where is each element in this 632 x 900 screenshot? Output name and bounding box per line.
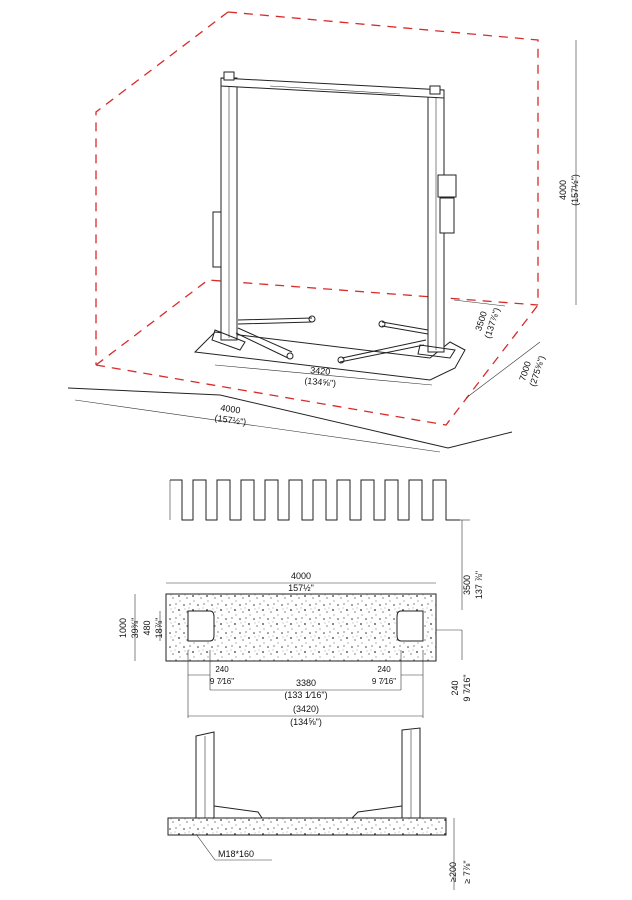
side-dim-mm: 240: [450, 680, 460, 695]
inner-span-dim-mm: 3380: [296, 678, 316, 688]
slab-width-dim-mm: 4000: [291, 571, 311, 581]
section-view: M18*160 ≥200 ≥ 7⅞": [167, 727, 472, 890]
slab-depth-dim-in: 39⅜": [130, 618, 140, 639]
right-post: [417, 89, 457, 359]
section-slab: [167, 817, 447, 836]
lift-width-dim-in: (134⅝"): [304, 376, 336, 389]
concrete-depth-mm: ≥200: [448, 862, 458, 882]
section-right-arm: [350, 805, 403, 819]
concrete-depth-in: ≥ 7⅞": [462, 860, 472, 883]
length-dim-in: 137 ⅞": [474, 571, 484, 599]
length-dim-mm: 3500: [462, 575, 472, 595]
bay-width-dim-mm: 4000: [220, 403, 241, 416]
dimension-lines: [74, 40, 577, 453]
bay-width-dim-in: (157½"): [214, 413, 247, 427]
pad-dim-in: 18⅞": [154, 618, 164, 639]
base-right-dim-mm: 240: [377, 665, 391, 674]
outer-span-dim-in: (134⅝"): [290, 717, 322, 727]
floor-lower-outline: [67, 387, 513, 449]
left-post: [211, 77, 246, 351]
height-dim-mm: 4000: [558, 180, 568, 200]
lift-arms: [235, 315, 429, 364]
plan-view: 3500 137 ⅞" 4000 157½" 1000 39⅜": [118, 479, 484, 727]
left-base-pad: [187, 610, 215, 642]
lift-width-dim-mm: 3420: [310, 365, 331, 377]
overhead-beam: [220, 71, 445, 99]
inner-span-dim-in: (133 1⁄16"): [284, 690, 327, 700]
floor-outline: [193, 331, 466, 381]
isometric-view: 4000 (157½") 3420 (134⅝") 4000 (157½") 3…: [67, 11, 580, 453]
base-right-dim-in: 9 7⁄16": [372, 677, 396, 686]
slab-width-dim-in: 157½": [288, 583, 314, 593]
anchor-leader: [195, 833, 216, 861]
vehicle-outline: [170, 479, 460, 521]
side-dim-in: 9 7⁄16": [462, 674, 472, 701]
section-left-arm: [213, 805, 263, 819]
base-left-dim-mm: 240: [215, 665, 229, 674]
anchor-bolt-label: M18*160: [218, 849, 254, 859]
outer-span-dim-mm: (3420): [293, 704, 319, 714]
pad-dim-mm: 480: [142, 620, 152, 635]
height-dim-in: (157½"): [570, 174, 580, 206]
bay-envelope: [95, 11, 539, 426]
right-base-pad: [396, 610, 424, 642]
base-left-dim-in: 9 7⁄16": [210, 677, 234, 686]
slab-depth-dim-mm: 1000: [118, 618, 128, 638]
